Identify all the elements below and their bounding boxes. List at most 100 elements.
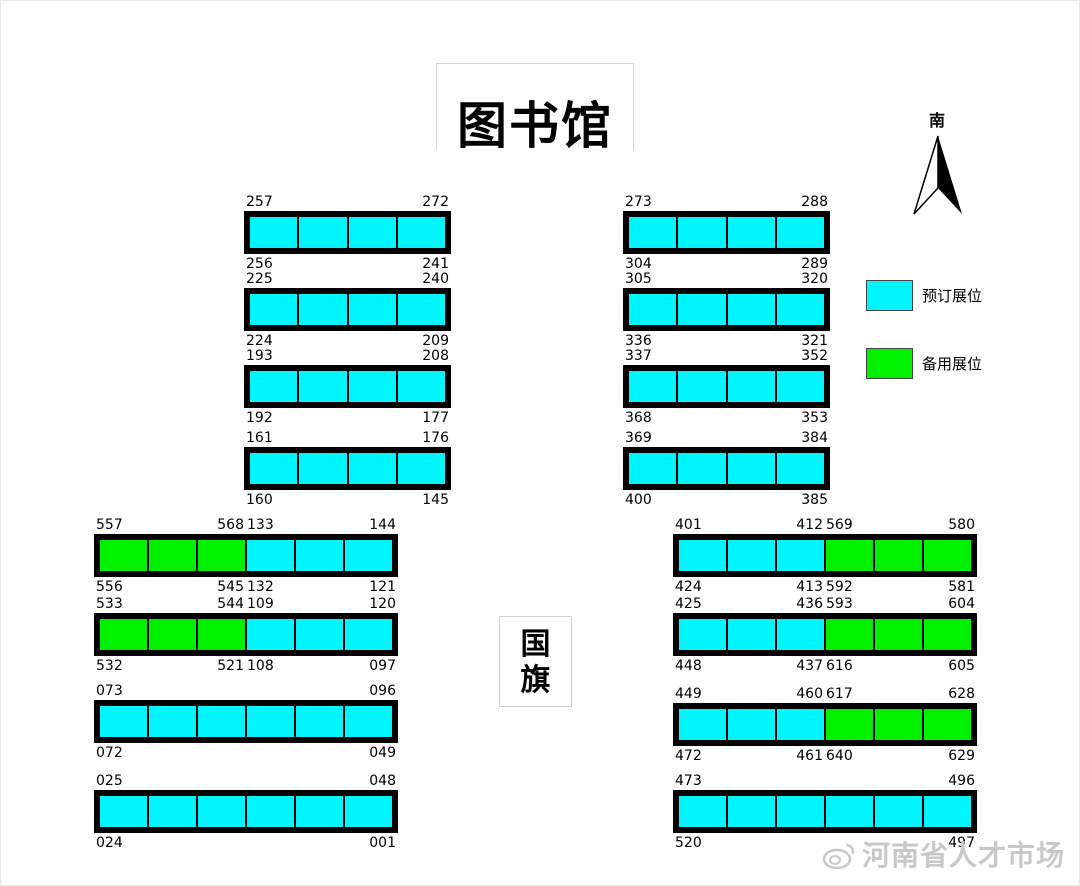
booth-cell-booked[interactable] — [299, 371, 347, 402]
booth-cell-booked[interactable] — [397, 371, 445, 402]
booth-number-mid: 568 — [217, 517, 244, 533]
booth-cell-reserve[interactable] — [826, 619, 873, 650]
booth-cell-reserve[interactable] — [100, 619, 147, 650]
booth-cell-booked[interactable] — [678, 453, 726, 484]
booth-cell-booked[interactable] — [629, 453, 677, 484]
booth-cell-reserve[interactable] — [826, 540, 873, 571]
booth-cell-reserve[interactable] — [149, 540, 196, 571]
booth-cell-booked[interactable] — [727, 371, 775, 402]
booth-cell-booked[interactable] — [250, 453, 298, 484]
booth-cell-booked[interactable] — [345, 706, 392, 737]
booth-cell-booked[interactable] — [629, 371, 677, 402]
booth-cell-reserve[interactable] — [149, 619, 196, 650]
booth-cell-booked[interactable] — [776, 217, 824, 248]
booth-cell-booked[interactable] — [679, 796, 726, 827]
booth-cell-booked[interactable] — [247, 619, 294, 650]
booth-cell-booked[interactable] — [679, 619, 726, 650]
booth-cell-booked[interactable] — [247, 540, 294, 571]
booth-cell-booked[interactable] — [299, 453, 347, 484]
booth-number-start: 449 — [675, 686, 702, 702]
booth-number-mid: 108 — [247, 658, 274, 674]
booth-cell-booked[interactable] — [678, 294, 726, 325]
booth-number-end: 120 — [369, 596, 396, 612]
booth-cell-booked[interactable] — [924, 796, 971, 827]
legend-label-booked: 预订展位 — [922, 287, 983, 305]
booth-cell-booked[interactable] — [826, 796, 873, 827]
booth-cell-booked[interactable] — [728, 796, 775, 827]
booth-cell-booked[interactable] — [397, 453, 445, 484]
booth-cell-booked[interactable] — [100, 796, 147, 827]
booth-cell-booked[interactable] — [679, 540, 726, 571]
booth-cell-booked[interactable] — [296, 619, 343, 650]
booth-number-end: 288 — [801, 194, 828, 210]
booth-cell-booked[interactable] — [348, 217, 396, 248]
booth-number-end: 605 — [948, 658, 975, 674]
booth-cell-booked[interactable] — [348, 453, 396, 484]
booth-cell-reserve[interactable] — [198, 540, 245, 571]
booth-cell-booked[interactable] — [776, 453, 824, 484]
booth-cell-booked[interactable] — [299, 217, 347, 248]
booth-number-end: 144 — [369, 517, 396, 533]
booth-cell-booked[interactable] — [250, 371, 298, 402]
booth-cell-booked[interactable] — [777, 619, 824, 650]
booth-cell-booked[interactable] — [149, 796, 196, 827]
booth-row — [673, 703, 977, 746]
booth-cell-reserve[interactable] — [198, 619, 245, 650]
booth-cell-reserve[interactable] — [924, 540, 971, 571]
booth-number-end: 097 — [369, 658, 396, 674]
booth-cell-booked[interactable] — [776, 294, 824, 325]
compass-arrow-icon — [913, 135, 962, 215]
booth-cell-booked[interactable] — [296, 540, 343, 571]
booth-cell-reserve[interactable] — [875, 619, 922, 650]
booth-number-start: 072 — [96, 745, 123, 761]
booth-cell-booked[interactable] — [728, 619, 775, 650]
booth-cell-booked[interactable] — [149, 706, 196, 737]
booth-cell-booked[interactable] — [247, 796, 294, 827]
booth-cell-reserve[interactable] — [924, 619, 971, 650]
booth-cell-booked[interactable] — [397, 294, 445, 325]
booth-cell-booked[interactable] — [777, 709, 824, 740]
booth-cell-booked[interactable] — [296, 706, 343, 737]
booth-cell-booked[interactable] — [198, 706, 245, 737]
booth-cell-booked[interactable] — [678, 217, 726, 248]
booth-cell-booked[interactable] — [296, 796, 343, 827]
booth-cell-booked[interactable] — [345, 619, 392, 650]
booth-cell-booked[interactable] — [348, 294, 396, 325]
booth-cell-booked[interactable] — [678, 371, 726, 402]
booth-cell-booked[interactable] — [777, 796, 824, 827]
booth-row — [623, 211, 830, 254]
booth-cell-reserve[interactable] — [875, 709, 922, 740]
booth-cell-reserve[interactable] — [924, 709, 971, 740]
booth-cell-booked[interactable] — [728, 709, 775, 740]
booth-cell-booked[interactable] — [629, 217, 677, 248]
booth-cell-booked[interactable] — [727, 453, 775, 484]
booth-cell-booked[interactable] — [250, 294, 298, 325]
booth-number-start: 025 — [96, 773, 123, 789]
booth-cell-booked[interactable] — [345, 796, 392, 827]
booth-cell-reserve[interactable] — [826, 709, 873, 740]
booth-cell-booked[interactable] — [198, 796, 245, 827]
booth-cell-booked[interactable] — [727, 217, 775, 248]
booth-cell-booked[interactable] — [100, 706, 147, 737]
booth-cell-booked[interactable] — [348, 371, 396, 402]
booth-cell-reserve[interactable] — [875, 540, 922, 571]
booth-cell-booked[interactable] — [345, 540, 392, 571]
booth-cell-booked[interactable] — [875, 796, 922, 827]
legend-label-reserve: 备用展位 — [922, 355, 983, 373]
booth-cell-booked[interactable] — [299, 294, 347, 325]
booth-number-end: 580 — [948, 517, 975, 533]
booth-cell-booked[interactable] — [247, 706, 294, 737]
booth-cell-booked[interactable] — [727, 294, 775, 325]
booth-cell-booked[interactable] — [777, 540, 824, 571]
booth-cell-booked[interactable] — [397, 217, 445, 248]
booth-cell-reserve[interactable] — [100, 540, 147, 571]
booth-cell-booked[interactable] — [679, 709, 726, 740]
booth-cell-booked[interactable] — [629, 294, 677, 325]
booth-number-end: 176 — [422, 430, 449, 446]
booth-cell-booked[interactable] — [776, 371, 824, 402]
booth-cell-booked[interactable] — [250, 217, 298, 248]
booth-number-start: 556 — [96, 579, 123, 595]
booth-number-end: 352 — [801, 348, 828, 364]
booth-number-end: 001 — [369, 835, 396, 851]
booth-cell-booked[interactable] — [728, 540, 775, 571]
